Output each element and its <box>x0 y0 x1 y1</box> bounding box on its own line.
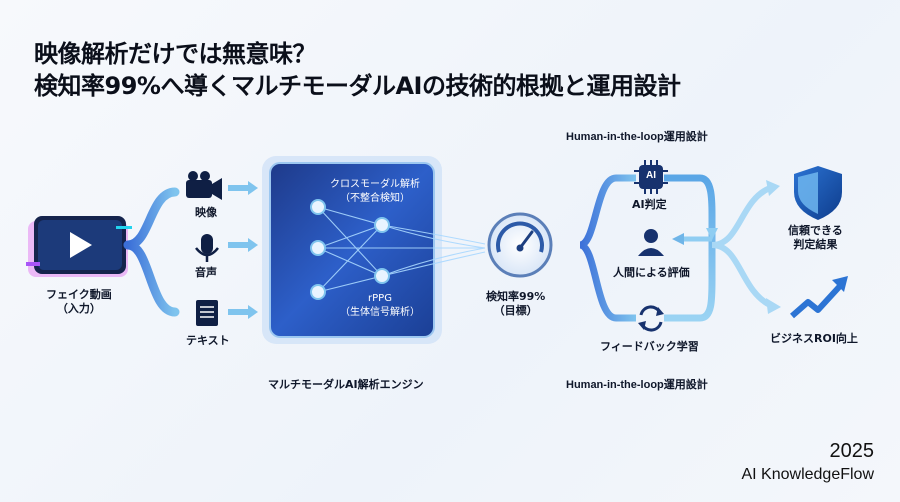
loop-arrow-down <box>706 228 718 240</box>
feedback-label: フィードバック学習 <box>600 340 699 353</box>
trusted-line-1: 信頼できる <box>788 224 843 237</box>
gauge-label: 検知率99% （目標） <box>486 290 545 319</box>
hitl-title-bottom: Human-in-the-loop運用設計 <box>566 379 708 391</box>
hitl-title-top: Human-in-the-loop運用設計 <box>566 131 708 143</box>
trusted-line-2: 判定結果 <box>793 238 838 252</box>
shield-icon <box>794 166 842 220</box>
input-label: フェイク動画 （入力） <box>46 288 112 317</box>
ai-chip-icon <box>634 160 668 194</box>
growth-chart-icon <box>790 276 848 319</box>
gauge-label-line-2: （目標） <box>493 304 538 318</box>
hitl-loop <box>664 174 716 322</box>
audio-label: 音声 <box>195 266 217 279</box>
human-eval-label: 人間による評価 <box>613 266 690 279</box>
input-label-line-1: フェイク動画 <box>46 288 112 301</box>
rppg-line-2: （生体信号解析） <box>340 306 420 318</box>
person-icon <box>638 229 664 256</box>
text-label: テキスト <box>186 334 230 347</box>
pipe-to-trusted <box>711 185 772 248</box>
title-line-2: 検知率99%へ導くマルチモーダルAIの技術的根拠と運用設計 <box>34 72 681 100</box>
gauge-label-line-1: 検知率99% <box>486 290 546 303</box>
cross-modal-label: クロスモーダル解析 （不整合検知） <box>330 178 420 205</box>
arrows-to-engine <box>228 181 258 319</box>
brand-name: AI KnowledgeFlow <box>741 466 874 483</box>
arrow-to-roi <box>766 298 781 314</box>
neural-nodes <box>310 199 390 300</box>
rppg-label: rPPG （生体信号解析） <box>340 292 420 319</box>
cross-modal-line-1: クロスモーダル解析 <box>330 179 420 190</box>
ai-badge-text: AI <box>646 170 656 181</box>
pipe-to-roi <box>711 242 772 308</box>
pipe-to-ai <box>578 174 636 249</box>
video-input-icon <box>26 216 132 277</box>
document-icon <box>196 300 218 326</box>
cross-modal-line-2: （不整合検知） <box>340 192 410 204</box>
pipe-to-video <box>123 187 180 250</box>
pipe-to-feedback <box>578 241 636 322</box>
microphone-icon <box>195 234 219 262</box>
refresh-icon <box>638 305 664 332</box>
arrow-to-trusted <box>766 180 780 196</box>
trusted-result-label: 信頼できる 判定結果 <box>788 224 843 253</box>
input-label-line-2: （入力） <box>56 302 101 316</box>
video-label: 映像 <box>195 206 217 219</box>
brand-year: 2025 <box>829 440 875 462</box>
speedometer-icon <box>487 212 553 278</box>
ai-judgment-label: AI判定 <box>632 198 667 211</box>
roi-label: ビジネスROI向上 <box>770 332 858 345</box>
engine-label: マルチモーダルAI解析エンジン <box>268 378 424 391</box>
title-line-1: 映像解析だけでは無意味？ <box>34 40 317 68</box>
loop-arrow-left <box>672 233 684 245</box>
neural-network <box>317 206 486 293</box>
pipe-to-text <box>123 240 180 317</box>
rppg-line-1: rPPG <box>368 293 392 304</box>
camera-icon <box>186 171 222 200</box>
